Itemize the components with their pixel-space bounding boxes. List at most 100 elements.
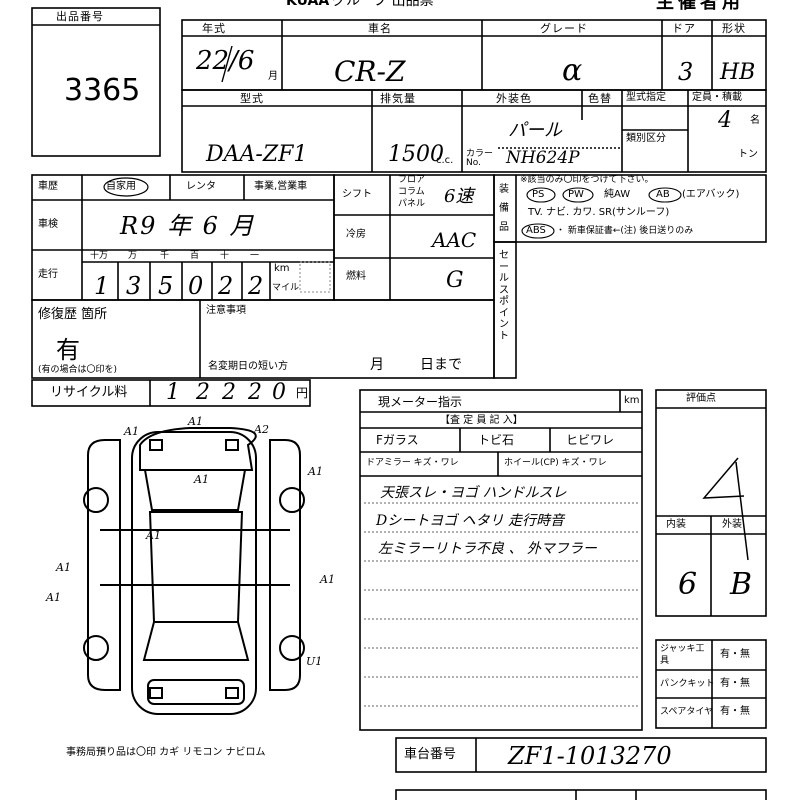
glass-label: Fガラス [376,433,419,447]
mileage-digit: 1 [94,272,110,300]
shift-value: 6速 [444,186,474,207]
equip-ab-note: (エアバック) [682,189,740,200]
exterior-label: 外装 [722,519,742,530]
equip-pw: PW [568,189,584,200]
grade-value: α [562,53,583,88]
class-label: 型式指定 [626,92,666,103]
damage-mark: A1 [56,561,71,574]
aircon-label: 冷房 [346,229,366,240]
year-value: 22/6 [196,46,255,76]
chassis-value: ZF1-1013270 [508,742,672,770]
displacement-unit: c.c. [436,155,454,166]
damage-mark: U1 [306,655,323,668]
damage-mark: A1 [308,465,323,478]
color-code-label: カラーNo. [466,149,494,168]
shift-option-column: コラム [398,187,425,197]
shift-option-floor: フロア [398,175,426,185]
history-label: 車歴 [38,181,58,192]
mileage-digit: 5 [158,272,174,300]
grade-label: グレード [540,22,588,35]
mirror-label: ドアミラー キズ・ワレ [366,458,459,468]
repair-label: 修復歴 箇所 [38,307,108,322]
mileage-label: 走行 [38,269,58,280]
displacement-value: 1500 [388,142,444,167]
recycle-digit: 2 [248,380,262,405]
equipment-label: 装備品 [499,184,509,233]
damage-mark: A1 [146,529,161,542]
comment-rules [364,502,638,707]
mileage-digit: 2 [218,272,234,300]
equip-line3: ・ 新車保証書←(注) 後日送りのみ [556,226,694,236]
damage-mark: A2 [254,423,269,436]
class-label-2: 類別区分 [626,133,666,144]
mileage-header-10k: 万 [128,251,138,261]
reg-month-label: 月 [370,357,384,373]
capacity-unit: 名 [750,115,760,126]
reg-day-label: 日まで [420,357,462,373]
spare-label: スペアタイヤ [660,707,714,717]
recycle-label: リサイクル料 [50,385,128,400]
recycle-digit: 2 [222,380,236,405]
displacement-label: 排気量 [380,92,416,105]
comment-line-1: 天張スレ・ヨゴ ハンドルスレ [380,485,567,501]
doors-value: 3 [678,58,694,86]
equip-abs: ABS [526,225,546,236]
capacity-label: 定員・積載 [692,92,742,103]
equipment-note: ※該当のみ〇印をつけて下さい。 [520,175,654,185]
color-label: 外装色 [496,92,532,105]
shift-option-panel: パネル [398,199,426,209]
jack-options: 有・無 [720,649,750,660]
shape-label: 形状 [722,22,746,35]
brand-logo: KUAA [286,0,330,9]
mileage-digit: 3 [126,272,142,300]
chassis-label: 車台番号 [404,747,457,762]
comment-line-2: Dシートヨゴ ヘタリ 走行時音 [376,513,565,529]
model-value: DAA-ZF1 [206,142,308,167]
selected-history-circle [103,177,149,197]
comment-line-3: 左ミラーリトラ不良 、 外マフラー [378,541,597,557]
glass-chip: トビ石 [478,433,515,447]
mileage-unit-km: km [274,263,290,274]
jack-label: ジャッキ工具 [660,644,705,666]
mileage-header-10: 十 [220,251,230,261]
reg-deadline-label: 名変期日の短い方 [208,361,288,372]
history-option-business: 事業,営業車 [254,181,308,192]
damage-mark: A1 [188,415,203,428]
paint-label: 色替 [588,92,612,105]
recycle-digit: 2 [196,380,210,405]
interior-label: 内装 [666,519,686,530]
color-value: パール [508,120,562,141]
recycle-unit: 円 [296,386,309,400]
model-label: 型式 [240,92,264,105]
fuel-value: G [446,268,464,293]
lot-box [31,7,161,157]
inspector-section-label: 【査 定 員 記 入】 [440,415,523,426]
repair-value: 有 [56,336,80,364]
doors-label: ドア [672,22,696,35]
lot-label: 出品番号 [56,10,104,23]
mileage-header-1: 一 [250,251,260,261]
recycle-digit: 1 [166,380,180,405]
notes-label: 注意事項 [206,305,246,316]
color-code-value: NH624P [506,148,580,168]
car-diagram [83,427,305,715]
equip-ps: PS [532,189,545,200]
name-label: 車名 [368,22,392,35]
grade-score-value: 4 [716,440,717,441]
sales-point-label: セールスポイント [499,250,509,342]
mileage-header-1k: 千 [160,251,170,261]
history-option-private: 自家用 [106,181,136,192]
fuel-label: 燃料 [346,271,366,282]
spare-options: 有・無 [720,706,750,717]
damage-mark: A1 [320,573,335,586]
diagram-caption: 事務局預り品は〇印 カギ リモコン ナビロム [66,747,266,758]
mileage-digit: 0 [188,272,204,300]
year-label: 年式 [202,22,226,35]
shape-value: HB [720,60,756,85]
damage-mark: A1 [194,473,209,486]
damage-mark: A1 [46,591,61,604]
meter-unit: km [624,395,640,406]
mileage-unit-mile: マイル [272,283,300,293]
ton-unit: トン [738,149,758,160]
